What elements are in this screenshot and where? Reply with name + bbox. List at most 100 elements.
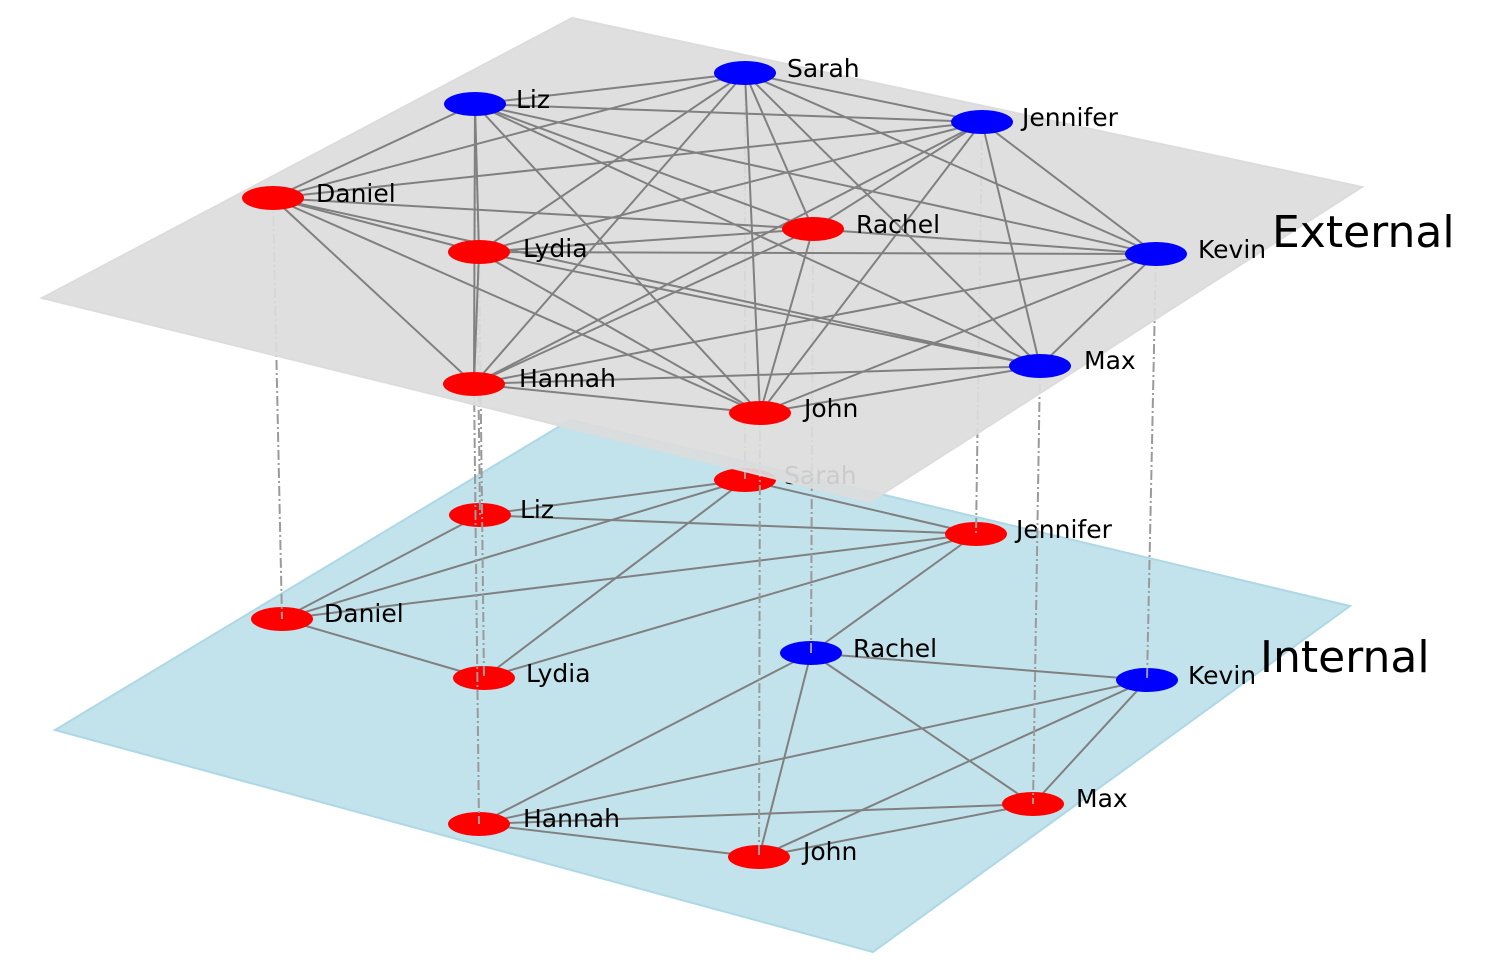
external-edge-sarah-liz xyxy=(474,72,746,105)
internal-edge-kevin-hannah xyxy=(478,679,1148,825)
external-node-jennifer[interactable] xyxy=(951,110,1013,134)
external-edge-daniel-max xyxy=(272,197,1041,367)
external-node-label-max: Max xyxy=(1084,346,1136,375)
external-node-kevin[interactable] xyxy=(1125,242,1187,266)
external-edge-jennifer-kevin xyxy=(981,121,1157,255)
external-plane xyxy=(39,16,1365,504)
external-edge-kevin-hannah xyxy=(473,253,1157,385)
external-layer-plane xyxy=(39,16,1365,504)
external-edge-rachel-john xyxy=(759,228,814,414)
internal-edge-liz-daniel xyxy=(281,514,481,620)
internal-node-label-daniel: Daniel xyxy=(324,599,404,628)
external-edge-sarah-john xyxy=(744,72,761,414)
internal-edge-sarah-daniel xyxy=(281,479,746,620)
external-node-label-lydia: Lydia xyxy=(523,234,588,263)
external-edge-liz-rachel xyxy=(474,103,814,230)
external-node-max[interactable] xyxy=(1009,354,1071,378)
internal-edge-jennifer-daniel xyxy=(281,533,977,620)
external-node-daniel[interactable] xyxy=(242,186,304,210)
internal-node-john[interactable] xyxy=(728,845,790,869)
internal-edge-kevin-max xyxy=(1032,679,1148,805)
internal-edge-rachel-john xyxy=(758,652,812,858)
external-node-sarah[interactable] xyxy=(714,61,776,85)
external-edge-rachel-lydia xyxy=(478,228,814,253)
external-layer-nodes xyxy=(242,61,1187,425)
internal-plane xyxy=(52,418,1353,954)
external-layer-edges xyxy=(272,72,1157,414)
external-edge-rachel-hannah xyxy=(473,228,814,385)
internal-node-label-kevin: Kevin xyxy=(1188,661,1256,690)
external-edge-jennifer-daniel xyxy=(272,121,983,199)
external-node-label-john: John xyxy=(802,394,858,423)
internal-layer-label: Internal xyxy=(1260,632,1430,683)
internal-node-liz[interactable] xyxy=(449,503,511,527)
internal-edge-liz-jennifer xyxy=(479,514,977,535)
external-node-label-daniel: Daniel xyxy=(316,179,396,208)
external-edge-liz-daniel xyxy=(272,103,476,199)
external-node-label-liz: Liz xyxy=(516,85,550,114)
external-node-john[interactable] xyxy=(729,401,791,425)
external-node-liz[interactable] xyxy=(444,92,506,116)
external-edge-liz-jennifer xyxy=(474,103,983,123)
external-edge-hannah-john xyxy=(473,383,761,414)
internal-edge-hannah-john xyxy=(478,823,760,858)
internal-edge-jennifer-lydia xyxy=(483,533,977,679)
external-edge-jennifer-lydia xyxy=(478,121,983,253)
external-layer-label: External xyxy=(1272,207,1455,258)
internal-edge-jennifer-rachel xyxy=(810,533,977,654)
external-edge-lydia-john xyxy=(478,251,761,414)
external-edge-sarah-daniel xyxy=(272,72,746,199)
external-edge-max-hannah xyxy=(473,365,1041,385)
internal-node-label-rachel: Rachel xyxy=(853,634,937,663)
external-edge-lydia-max xyxy=(478,251,1041,367)
external-node-label-rachel: Rachel xyxy=(856,210,940,239)
internal-edge-rachel-hannah xyxy=(478,652,812,825)
external-edge-sarah-max xyxy=(744,72,1041,367)
external-edge-jennifer-john xyxy=(759,121,983,414)
internal-node-label-lydia: Lydia xyxy=(526,659,591,688)
internal-layer-nodes xyxy=(251,468,1178,869)
inter-layer-edge-max xyxy=(1032,365,1041,805)
external-node-label-sarah: Sarah xyxy=(787,54,860,83)
internal-node-label-hannah: Hannah xyxy=(523,804,620,833)
internal-node-lydia[interactable] xyxy=(453,666,515,690)
inter-layer-edge-lydia xyxy=(478,251,485,679)
external-edge-kevin-john xyxy=(759,253,1157,414)
internal-layer-edges xyxy=(281,479,1148,858)
external-edge-daniel-hannah xyxy=(272,197,475,385)
external-edge-daniel-lydia xyxy=(272,197,480,253)
internal-node-label-jennifer: Jennifer xyxy=(1014,515,1113,544)
internal-node-jennifer[interactable] xyxy=(945,522,1007,546)
external-edge-sarah-jennifer xyxy=(744,72,983,123)
external-edge-max-john xyxy=(759,365,1041,414)
external-node-label-kevin: Kevin xyxy=(1198,235,1266,264)
external-node-label-hannah: Hannah xyxy=(519,364,616,393)
internal-edge-hannah-max xyxy=(478,803,1034,825)
inter-layer-edge-daniel xyxy=(272,197,283,620)
inter-layer-edge-john xyxy=(758,412,761,858)
external-edge-sarah-rachel xyxy=(744,72,814,230)
internal-edge-daniel-lydia xyxy=(281,618,485,679)
external-edge-lydia-kevin xyxy=(478,251,1157,255)
external-edge-lydia-hannah xyxy=(473,251,480,385)
external-edge-jennifer-rachel xyxy=(812,121,983,230)
internal-node-kevin[interactable] xyxy=(1116,668,1178,692)
external-node-rachel[interactable] xyxy=(782,217,844,241)
external-edge-sarah-hannah xyxy=(473,72,746,385)
external-edge-liz-max xyxy=(474,103,1041,367)
internal-node-label-john: John xyxy=(801,837,857,866)
external-edge-kevin-max xyxy=(1039,253,1157,367)
internal-node-rachel[interactable] xyxy=(780,641,842,665)
inter-layer-edge-kevin xyxy=(1146,253,1157,681)
external-edge-liz-kevin xyxy=(474,103,1157,255)
external-node-lydia[interactable] xyxy=(448,240,510,264)
external-edge-rachel-kevin xyxy=(812,228,1157,255)
external-edge-daniel-rachel xyxy=(272,197,814,230)
internal-edge-rachel-kevin xyxy=(810,652,1148,681)
internal-node-label-liz: Liz xyxy=(520,495,554,524)
external-node-hannah[interactable] xyxy=(443,372,505,396)
internal-layer-plane xyxy=(52,418,1353,954)
internal-edge-sarah-liz xyxy=(479,479,746,516)
external-edge-liz-john xyxy=(474,103,761,414)
